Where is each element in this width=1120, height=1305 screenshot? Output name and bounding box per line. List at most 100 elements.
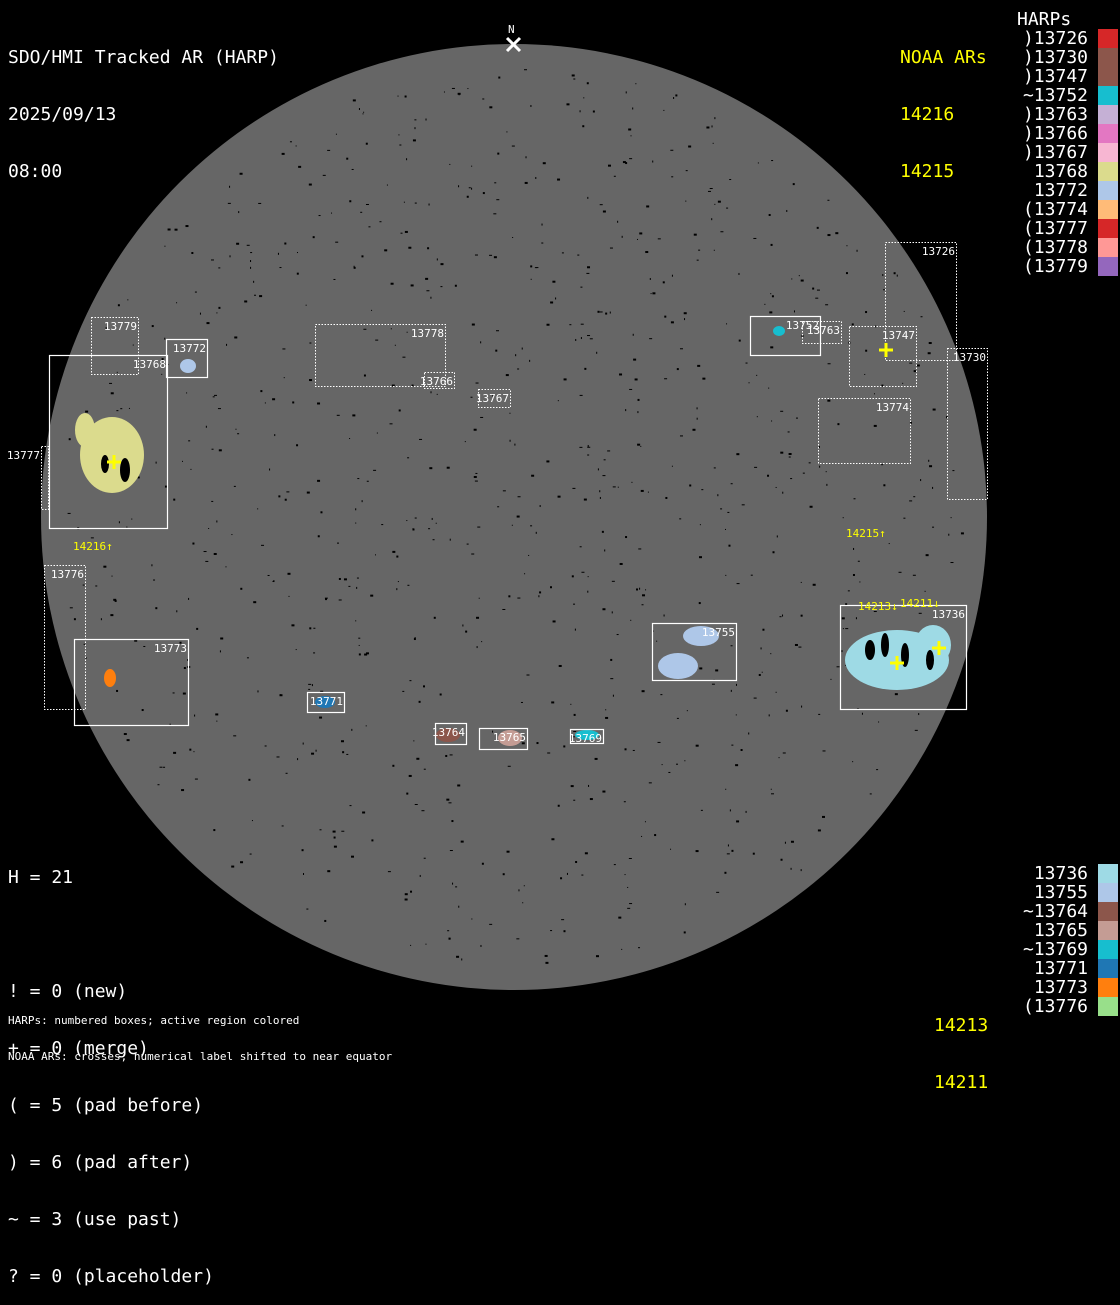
speck	[449, 850, 453, 852]
speck	[599, 204, 603, 206]
speck	[588, 784, 590, 787]
speck	[480, 416, 484, 418]
speck	[605, 312, 608, 315]
speck	[605, 716, 609, 719]
speck	[550, 930, 553, 932]
noaa-item: 14216	[900, 104, 955, 125]
speck	[780, 858, 783, 861]
speck	[371, 309, 373, 311]
speck	[785, 709, 788, 712]
speck	[413, 740, 415, 742]
speck	[573, 78, 576, 80]
speck	[873, 611, 877, 613]
stat-new: ! = 0 (new)	[8, 981, 128, 1002]
speck	[126, 739, 130, 742]
speck	[269, 468, 271, 471]
harp-legend-label: ~13764	[1022, 901, 1088, 922]
speck	[551, 838, 555, 841]
speck	[724, 871, 727, 874]
speck	[702, 377, 706, 380]
speck	[471, 187, 473, 190]
speck	[458, 185, 460, 188]
speck	[697, 364, 701, 367]
speck	[663, 614, 665, 617]
speck	[582, 125, 585, 128]
harp-legend-item: 13768	[1023, 162, 1118, 181]
speck	[611, 611, 613, 614]
speck	[845, 628, 849, 630]
speck	[466, 543, 469, 545]
speck	[153, 579, 156, 581]
speck	[448, 937, 450, 940]
speck	[587, 454, 590, 456]
speck	[546, 323, 550, 326]
speck	[738, 339, 741, 342]
speck	[609, 247, 613, 249]
speck	[233, 735, 237, 737]
speck	[100, 618, 102, 621]
speck	[753, 237, 757, 239]
harp-color-swatch	[1098, 200, 1118, 219]
speck	[547, 752, 551, 754]
speck	[851, 323, 854, 326]
speck	[365, 203, 369, 205]
speck	[695, 744, 699, 747]
speck	[349, 438, 351, 440]
speck	[448, 802, 452, 804]
speck	[346, 753, 349, 755]
harp-legend-label: (13777	[1022, 218, 1088, 239]
speck	[648, 782, 652, 784]
harp-color-swatch	[1098, 959, 1118, 978]
speck	[816, 289, 820, 291]
harp-legend-item: ~13764	[1023, 902, 1118, 921]
speck	[816, 226, 819, 229]
speck	[397, 581, 399, 583]
speck	[451, 820, 454, 823]
harp-box-outline	[91, 317, 139, 375]
speck	[587, 266, 591, 269]
noaa-disk-label: 14213↓	[858, 600, 898, 613]
speck	[502, 490, 506, 492]
noaa-legend: NOAA ARs 14216 14215	[900, 10, 987, 200]
speck	[353, 265, 355, 268]
speck	[802, 472, 805, 474]
harp-legend-label: )13766	[1022, 123, 1088, 144]
harp-legend-item: )13747	[1023, 67, 1118, 86]
speck	[219, 650, 221, 653]
harp-box: 13755	[651, 622, 738, 682]
sunspot	[865, 640, 875, 660]
speck	[594, 757, 598, 760]
speck	[366, 480, 369, 482]
speck	[800, 335, 804, 337]
harp-color-swatch	[1098, 257, 1118, 276]
speck	[865, 311, 868, 314]
speck	[932, 486, 934, 489]
speck	[365, 652, 369, 655]
speck	[795, 417, 798, 419]
speck	[861, 712, 863, 715]
speck	[523, 885, 525, 887]
sunspot-specks	[67, 69, 964, 964]
noaa-labels: 14216↑14215↑14213↓14211↓	[73, 527, 940, 613]
speck	[539, 505, 541, 508]
speck	[557, 178, 561, 181]
speck	[725, 528, 727, 530]
speck	[161, 358, 164, 361]
harp-box: 13736	[839, 604, 968, 711]
speck	[782, 614, 784, 617]
speck	[475, 382, 479, 384]
harp-legend-label: )13763	[1022, 104, 1088, 125]
speck	[580, 323, 584, 325]
speck	[349, 805, 352, 807]
speck	[729, 179, 732, 181]
speck	[685, 200, 687, 202]
speck	[875, 325, 877, 328]
speck	[750, 574, 753, 576]
speck	[883, 484, 886, 487]
speck	[552, 280, 556, 283]
speck	[563, 930, 566, 933]
speck	[827, 199, 830, 201]
title-block: SDO/HMI Tracked AR (HARP) 2025/09/13 08:…	[8, 10, 279, 200]
speck	[618, 916, 622, 919]
speck	[727, 844, 729, 847]
